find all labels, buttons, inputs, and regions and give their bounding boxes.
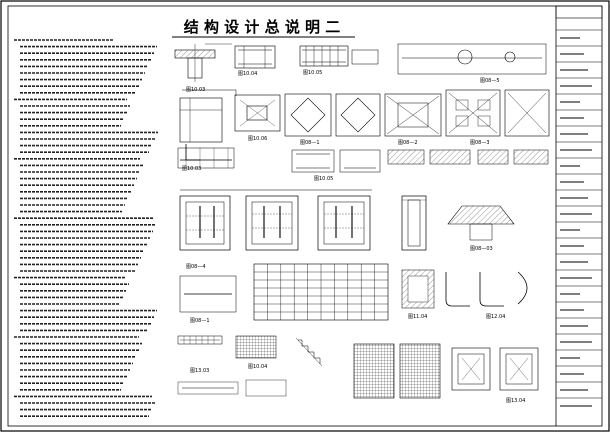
figure-08-5: 图08—5	[397, 43, 547, 84]
figure-column-section-2	[245, 195, 299, 251]
figure-section-beams: 图10.05	[291, 149, 381, 182]
figure-label: 图13.04	[506, 398, 525, 404]
figure-10-06: 图10.06	[234, 94, 281, 142]
figure-08-1-diamonds: 图08—1	[284, 93, 381, 146]
figure-label: 图10.05	[303, 70, 322, 76]
figure-10-05: 图10.05	[299, 45, 379, 76]
figure-label: 图08—03	[470, 246, 493, 252]
figure-13-03: 图13.03	[177, 335, 223, 374]
figure-10-04: 图10.04	[234, 45, 276, 77]
figure-label: 图08—5	[480, 78, 500, 84]
figure-label: 图10.04	[238, 71, 257, 77]
figure-label: 图08—1	[190, 318, 210, 324]
figure-12-04: 图12.04	[445, 271, 528, 320]
title-block-header	[555, 5, 603, 19]
figure-label: 图10.05	[314, 176, 333, 182]
figure-08-2: 图08—2	[384, 93, 442, 146]
figure-label: 图10.06	[248, 136, 267, 142]
figure-mesh-panels	[353, 343, 441, 399]
figure-label: 图10.03	[182, 166, 201, 172]
figure-08-3: 图08—3	[445, 89, 550, 146]
figure-10-07	[177, 147, 235, 169]
figure-13-04: 图13.04	[451, 347, 539, 404]
figure-10-04-grid: 图10.04	[177, 335, 287, 397]
figure-label: 图08—1	[300, 140, 320, 146]
sheet-title: 结 构 设 计 总 说 明 二	[184, 18, 341, 36]
rebar-table	[253, 263, 389, 321]
figure-column-section-3	[317, 195, 371, 251]
figure-label: 图12.04	[486, 314, 505, 320]
notes-column	[14, 39, 158, 418]
figure-stair	[295, 337, 323, 367]
inner-border	[7, 5, 603, 427]
figure-label: 图08—2	[398, 140, 418, 146]
figure-pile-cap: 图08—03	[447, 205, 515, 252]
figure-label: 图11.04	[408, 314, 427, 320]
figure-tall-section	[401, 195, 427, 251]
figure-column-section-1	[179, 195, 231, 251]
title-block	[555, 5, 603, 426]
figure-label: 图13.03	[190, 368, 209, 374]
figure-label: 图08—3	[470, 140, 490, 146]
figure-label: 图10.04	[248, 364, 267, 370]
figure-11-04: 图11.04	[401, 269, 435, 320]
figure-foundation-hatched	[387, 149, 549, 165]
figure-label: 图08—4	[186, 264, 206, 270]
figure-08-4: 图08—1	[179, 275, 237, 324]
